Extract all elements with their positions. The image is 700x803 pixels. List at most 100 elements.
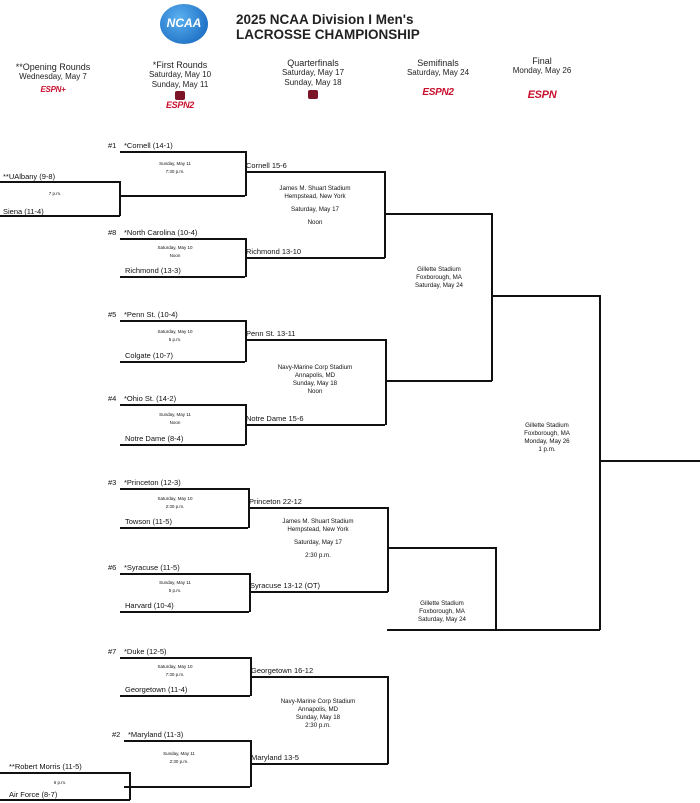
team-bottom: Colgate (10-7) bbox=[125, 351, 173, 360]
bracket-line bbox=[120, 444, 245, 446]
bracket-line bbox=[120, 404, 245, 406]
game-time: 7:30 p.m. bbox=[165, 672, 185, 677]
venue-line: Navy-Marine Corp Stadium bbox=[277, 364, 353, 371]
ncaa-logo-text: NCAA bbox=[166, 16, 202, 30]
match-result: Notre Dame 15-6 bbox=[246, 414, 304, 423]
seed-label: #5 bbox=[108, 310, 117, 319]
espn-logo: ESPN bbox=[527, 89, 557, 101]
venue-line: Hempstead, New York bbox=[287, 526, 349, 533]
venue-line: Sunday, May 18 bbox=[292, 380, 338, 387]
seed-label: #6 bbox=[108, 563, 117, 572]
venue-line: Gillette Stadium bbox=[420, 600, 464, 607]
team-bottom: Georgetown (11-4) bbox=[125, 685, 188, 694]
bracket-line bbox=[0, 772, 130, 774]
game-time: 5 p.m. bbox=[168, 588, 182, 593]
espn2-logo: ESPN2 bbox=[165, 100, 194, 110]
match-result: Cornell 15-6 bbox=[246, 161, 287, 170]
bracket-line bbox=[248, 507, 388, 509]
bracket-line bbox=[120, 195, 245, 197]
match-result: Syracuse 13-12 (OT) bbox=[250, 581, 321, 590]
venue-line: Sunday, May 18 bbox=[295, 714, 341, 721]
bracket-line bbox=[387, 629, 496, 631]
team-top: *Penn St. (10-4) bbox=[124, 310, 178, 319]
seed-label: #1 bbox=[108, 141, 117, 150]
game-time: 7:30 p.m. bbox=[165, 169, 185, 174]
bracket-line bbox=[124, 786, 250, 788]
bracket-line bbox=[120, 657, 250, 659]
match-result: Georgetown 16-12 bbox=[251, 666, 314, 675]
bracket-line bbox=[245, 424, 385, 426]
bracket-line bbox=[120, 151, 245, 153]
seed-label: #3 bbox=[108, 478, 117, 487]
round-header-semifinals: Semifinals Saturday, May 24 ESPN2 bbox=[388, 58, 488, 98]
bracket-line bbox=[385, 213, 492, 215]
match-result: Penn St. 13-11 bbox=[246, 329, 296, 338]
bracket-line bbox=[491, 213, 493, 381]
venue-line: Saturday, May 24 bbox=[414, 282, 464, 289]
opening-team-top-1: **UAlbany (9-8) bbox=[3, 172, 56, 181]
bracket-line bbox=[0, 181, 120, 183]
seed-label: #4 bbox=[108, 394, 117, 403]
game-time: Noon bbox=[169, 253, 181, 258]
bracket-line bbox=[249, 573, 251, 612]
game-day: Saturday, May 10 bbox=[157, 495, 193, 501]
game-time: Noon bbox=[169, 420, 181, 425]
game-day: Sunday, May 11 bbox=[159, 161, 191, 166]
game-day: Saturday, May 10 bbox=[157, 245, 193, 250]
venue-line: Foxborough, MA bbox=[419, 608, 465, 615]
bracket-line bbox=[600, 460, 700, 462]
bracket-line bbox=[250, 676, 388, 678]
match-result: Princeton 22-12 bbox=[249, 497, 302, 506]
bracket-line bbox=[496, 629, 600, 631]
bracket-line bbox=[119, 181, 121, 216]
bracket-line bbox=[387, 676, 389, 764]
venue-line: Saturday, May 17 bbox=[290, 206, 340, 213]
ncaa-logo: NCAA bbox=[160, 4, 208, 44]
bracket-line bbox=[245, 151, 247, 196]
team-top: *Princeton (12-3) bbox=[124, 478, 181, 487]
team-top: *Maryland (11-3) bbox=[128, 730, 184, 739]
game-day: Sunday, May 11 bbox=[159, 580, 191, 585]
bracket-line bbox=[245, 257, 385, 259]
team-top: *Duke (12-5) bbox=[124, 647, 167, 656]
bracket-line bbox=[120, 238, 245, 240]
game-day: Sunday, May 11 bbox=[163, 751, 195, 756]
seed-label: #2 bbox=[112, 730, 121, 739]
broadcast-u-logo bbox=[175, 91, 185, 100]
final-venue: Gillette Stadium Foxborough, MA Monday, … bbox=[524, 422, 570, 453]
seed-label: #7 bbox=[108, 647, 117, 656]
seed-label: #8 bbox=[108, 228, 117, 237]
game-day: Saturday, May 10 bbox=[157, 664, 193, 669]
team-bottom: Notre Dame (8-4) bbox=[125, 434, 184, 443]
bracket-line bbox=[0, 799, 130, 801]
bracket-line bbox=[249, 591, 388, 593]
bracket-line bbox=[245, 339, 385, 341]
venue-line: Annapolis, MD bbox=[294, 372, 336, 379]
opening-time-1: 7 p.m. bbox=[48, 191, 62, 196]
bracket-line bbox=[245, 171, 385, 173]
bracket-line bbox=[599, 295, 601, 630]
game-time: 2:30 p.m. bbox=[169, 759, 189, 764]
venue-line: Saturday, May 24 bbox=[417, 616, 467, 623]
venue-line: Hempstead, New York bbox=[284, 193, 346, 200]
opening-time-2: 6 p.m. bbox=[53, 780, 67, 785]
round-header-first: *First Rounds Saturday, May 10 Sunday, M… bbox=[130, 60, 230, 110]
espn-plus-logo: ESPN+ bbox=[40, 85, 66, 94]
bracket-line bbox=[245, 320, 247, 362]
game-day: Sunday, May 11 bbox=[159, 412, 191, 417]
bracket-line bbox=[492, 295, 600, 297]
bracket-line bbox=[387, 547, 496, 549]
bracket-line bbox=[387, 507, 389, 592]
opening-team-top-2: **Robert Morris (11-5) bbox=[9, 762, 82, 771]
venue-line: Saturday, May 17 bbox=[293, 539, 343, 546]
round-header-final: Final Monday, May 26 ESPN bbox=[492, 56, 592, 101]
venue-line: Gillette Stadium bbox=[417, 266, 461, 273]
venue-line: Navy-Marine Corp Stadium bbox=[280, 698, 356, 705]
bracket-line bbox=[120, 276, 245, 278]
round-header-opening: **Opening Rounds Wednesday, May 7 ESPN+ bbox=[0, 62, 106, 95]
team-bottom: Towson (11-5) bbox=[125, 517, 172, 526]
bracket-line bbox=[495, 547, 497, 630]
